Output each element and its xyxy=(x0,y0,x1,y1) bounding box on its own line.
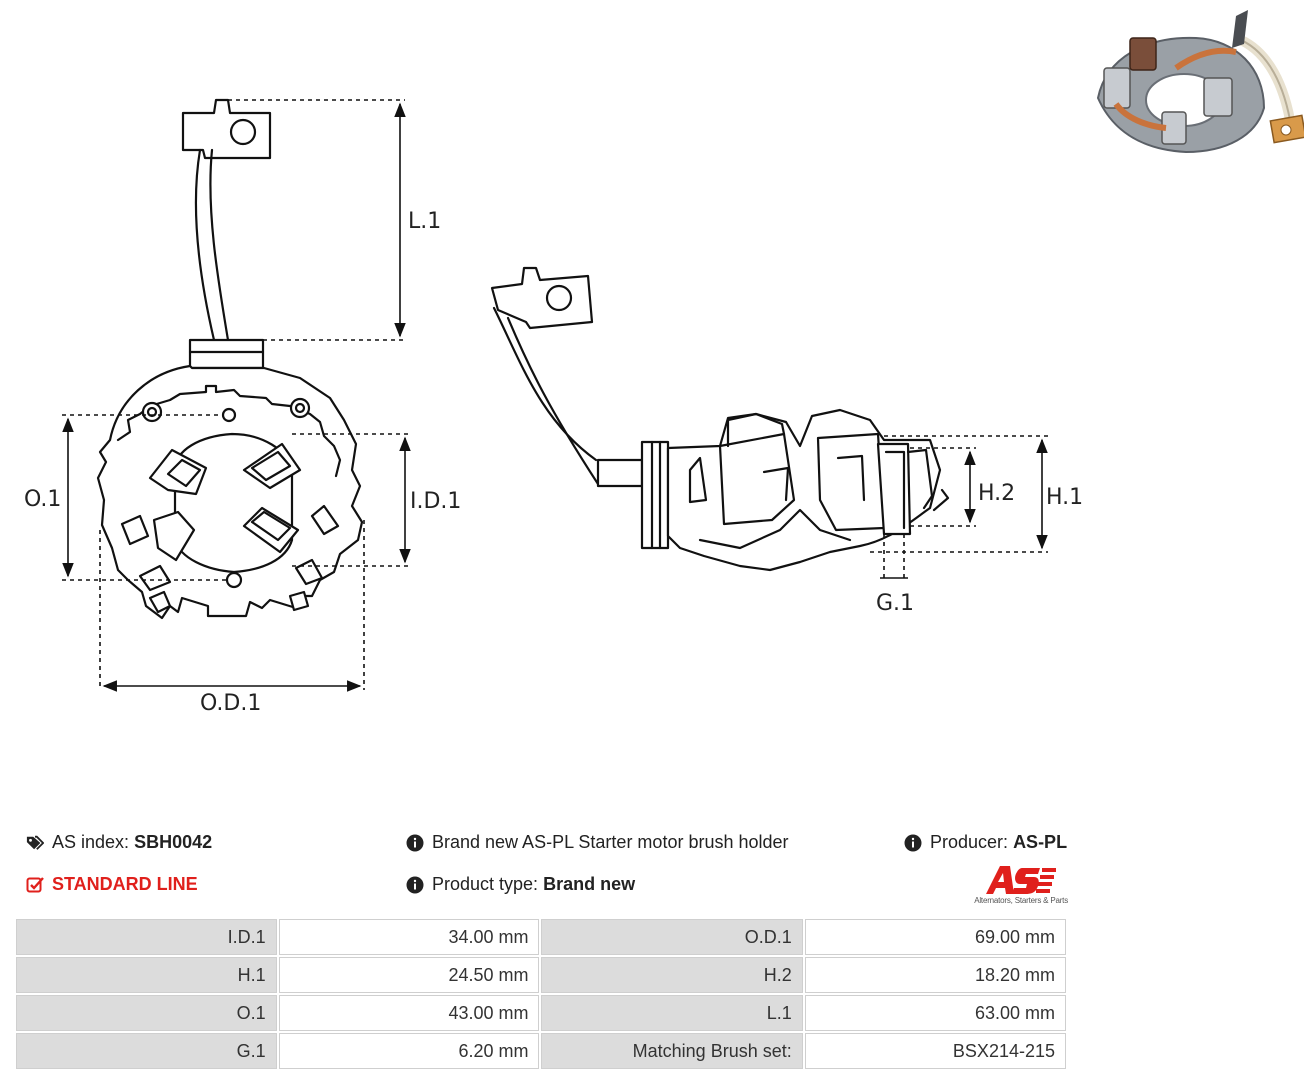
description-text: Brand new AS-PL Starter motor brush hold… xyxy=(432,832,789,852)
info-icon xyxy=(406,834,424,852)
label-h1: H.1 xyxy=(1046,485,1083,510)
spec-key: G.1 xyxy=(16,1033,277,1069)
as-index-value: SBH0042 xyxy=(134,832,213,852)
producer: Producer: AS-PL xyxy=(904,832,1067,853)
technical-drawing: L.1 O.1 I.D.1 O.D.1 H.2 H.1 G.1 xyxy=(24,98,1083,716)
label-id1: I.D.1 xyxy=(410,489,461,514)
producer-value: AS-PL xyxy=(1013,832,1068,852)
as-index-label: AS index: xyxy=(52,832,130,852)
spec-value: 63.00 mm xyxy=(804,995,1066,1031)
spec-value: 34.00 mm xyxy=(278,919,540,955)
spec-value: 6.20 mm xyxy=(278,1033,540,1069)
description: Brand new AS-PL Starter motor brush hold… xyxy=(406,832,789,853)
spec-value: 24.50 mm xyxy=(278,957,540,993)
table-row: O.1 43.00 mm L.1 63.00 mm xyxy=(16,995,1066,1031)
spec-value: 69.00 mm xyxy=(804,919,1066,955)
label-od1: O.D.1 xyxy=(200,691,261,716)
spec-key: I.D.1 xyxy=(16,919,277,955)
label-h2: H.2 xyxy=(978,481,1015,506)
spec-key: H.2 xyxy=(541,957,803,993)
product-photo xyxy=(1096,10,1304,154)
standard-line: STANDARD LINE xyxy=(26,874,198,895)
spec-value: 18.20 mm xyxy=(804,957,1066,993)
side-dimensions xyxy=(870,435,1048,582)
table-row: H.1 24.50 mm H.2 18.20 mm xyxy=(16,957,1066,993)
logo-tagline: Alternators, Starters & Parts xyxy=(974,896,1068,905)
product-type-label: Product type: xyxy=(432,874,539,894)
product-type-value: Brand new xyxy=(543,874,636,894)
spec-key: O.D.1 xyxy=(541,919,803,955)
spec-value: BSX214-215 xyxy=(804,1033,1066,1069)
product-type: Product type: Brand new xyxy=(406,874,635,895)
spec-key: Matching Brush set: xyxy=(541,1033,803,1069)
label-o1: O.1 xyxy=(24,487,61,512)
left-dimensions xyxy=(62,99,411,692)
info-icon xyxy=(904,834,922,852)
label-g1: G.1 xyxy=(876,591,914,616)
table-row: I.D.1 34.00 mm O.D.1 69.00 mm xyxy=(16,919,1066,955)
info-icon xyxy=(406,876,424,894)
left-view xyxy=(96,98,364,620)
spec-value: 43.00 mm xyxy=(278,995,540,1031)
tags-icon xyxy=(26,834,44,852)
as-index: AS index: SBH0042 xyxy=(26,832,212,853)
specs-table: I.D.1 34.00 mm O.D.1 69.00 mm H.1 24.50 … xyxy=(14,917,1068,1071)
spec-key: O.1 xyxy=(16,995,277,1031)
spec-key: H.1 xyxy=(16,957,277,993)
label-l1: L.1 xyxy=(408,209,441,234)
standard-line-label: STANDARD LINE xyxy=(52,874,198,894)
side-view xyxy=(490,266,950,572)
as-pl-logo xyxy=(986,866,1056,894)
producer-label: Producer: xyxy=(930,832,1009,852)
spec-key: L.1 xyxy=(541,995,803,1031)
checkbox-checked-icon xyxy=(26,876,44,894)
table-row: G.1 6.20 mm Matching Brush set: BSX214-2… xyxy=(16,1033,1066,1069)
